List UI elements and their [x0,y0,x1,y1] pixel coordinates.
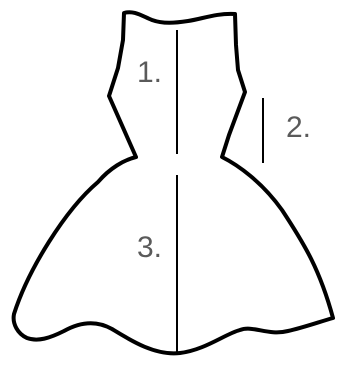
label-one: 1. [137,58,162,88]
dress-outline [14,12,333,353]
label-three: 3. [137,233,162,263]
label-two: 2. [286,113,311,143]
